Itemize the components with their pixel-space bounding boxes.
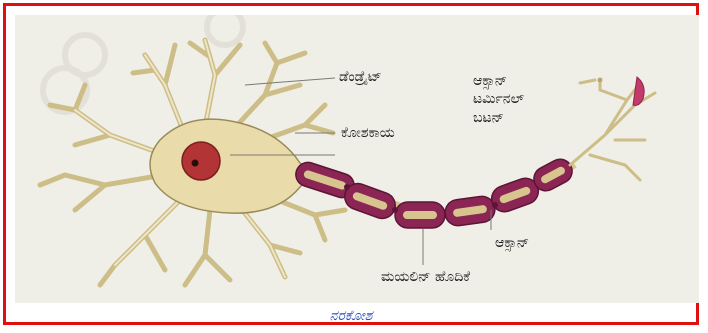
neuron-illustration	[15, 15, 699, 303]
neuron-figure: ಡೆಂಡ್ರೈಟ್ ಕೋಶಕಾಯ ಆಕ್ಸಾನ್ ಟರ್ಮಿನಲ್ ಬಟನ್ ಆ…	[15, 15, 699, 303]
dendrite-label: ಡೆಂಡ್ರೈಟ್	[339, 69, 382, 85]
axon-terminal-label-line3: ಬಟನ್	[473, 110, 504, 126]
axon-terminal-label-line1: ಆಕ್ಸಾನ್	[473, 73, 507, 89]
nucleus	[182, 142, 220, 180]
figure-caption: ನರಕೋಶ	[6, 308, 696, 324]
axon-terminal-label-line2: ಟರ್ಮಿನಲ್	[473, 91, 524, 107]
axon-label: ಆಕ್ಸಾನ್	[495, 235, 529, 251]
myelin-sheath-label: ಮಯಲಿನ್ ಹೊದಿಕೆ	[381, 269, 470, 285]
diagram-frame: ಡೆಂಡ್ರೈಟ್ ಕೋಶಕಾಯ ಆಕ್ಸಾನ್ ಟರ್ಮಿನಲ್ ಬಟನ್ ಆ…	[3, 3, 699, 325]
myelin-sheath	[293, 155, 577, 228]
cell-body-label: ಕೋಶಕಾಯ	[341, 125, 395, 141]
cell-body	[150, 119, 315, 213]
